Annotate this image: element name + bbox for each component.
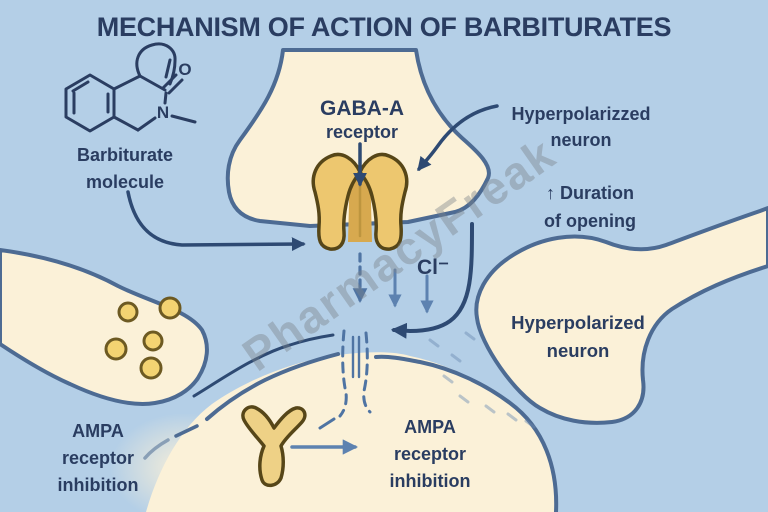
membrane-fragment xyxy=(174,424,199,438)
ampa-inhibition-center-label: AMPA receptor inhibition xyxy=(356,414,504,495)
barbiturate-molecule-label: Barbiturate molecule xyxy=(40,142,210,196)
hyperpolarized-right-line2: neuron xyxy=(546,340,610,361)
cleft-curve-arrow xyxy=(390,222,474,339)
ampa-center-line1: AMPA xyxy=(404,417,456,437)
right-neuron xyxy=(474,206,768,425)
page-title: MECHANISM OF ACTION OF BARBITURATES xyxy=(96,12,672,42)
ampa-receptor-y xyxy=(241,405,307,488)
duration-line1: ↑ Duration xyxy=(546,183,634,203)
hyperpolarized-top-label: Hyperpolarizzed neuron xyxy=(492,101,670,153)
synaptic-vesicles xyxy=(104,296,182,380)
barbiturate-label-line2: molecule xyxy=(85,172,165,192)
ampa-center-line2: receptor xyxy=(393,444,467,464)
vesicle xyxy=(142,330,164,352)
hyperpolarized-right-line1: Hyperpolarized xyxy=(511,312,645,333)
vesicle-terminal xyxy=(0,248,209,406)
chloride-ion-label: Cl⁻ xyxy=(416,256,450,279)
atom-o: O xyxy=(178,60,191,79)
hyperpolarized-pointer-arrow xyxy=(417,104,499,172)
barbiturate-label-line1: Barbiturate xyxy=(76,145,174,165)
gaba-a-receptor xyxy=(311,152,409,251)
atom-n: N xyxy=(157,103,169,122)
postsynaptic-channel xyxy=(318,329,372,430)
barbiturate-structure: N O xyxy=(64,42,197,133)
duration-of-opening-label: ↑ Duration of opening xyxy=(505,179,675,235)
ampa-left-line3: inhibition xyxy=(57,475,139,495)
presynaptic-terminal xyxy=(225,48,491,228)
ampa-center-line3: inhibition xyxy=(389,471,471,491)
ampa-inhibition-left-label: AMPA receptor inhibition xyxy=(22,418,174,499)
hyperpolarized-top-line1: Hyperpolarizzed xyxy=(511,104,651,124)
barbiturate-arrow xyxy=(126,190,306,252)
ion-trace-dashes xyxy=(428,331,536,429)
vesicle xyxy=(158,296,182,320)
membrane-fragment xyxy=(143,438,170,460)
postsynaptic-membrane-right xyxy=(374,354,559,512)
vesicle xyxy=(117,301,139,323)
cleft-line xyxy=(192,333,335,398)
hyperpolarized-top-line2: neuron xyxy=(550,130,612,150)
vesicle xyxy=(104,337,128,361)
hyperpolarized-right-label: Hyperpolarized neuron xyxy=(482,309,674,365)
membrane-blur xyxy=(110,413,260,512)
duration-line2: of opening xyxy=(544,211,636,231)
ampa-left-line1: AMPA xyxy=(72,421,124,441)
vesicle xyxy=(139,356,163,380)
ampa-left-line2: receptor xyxy=(61,448,135,468)
gaba-receptor-label-line2: receptor xyxy=(325,122,399,142)
postsynaptic-membrane-left xyxy=(205,352,340,421)
gaba-receptor-label-line1: GABA-A xyxy=(320,97,404,120)
